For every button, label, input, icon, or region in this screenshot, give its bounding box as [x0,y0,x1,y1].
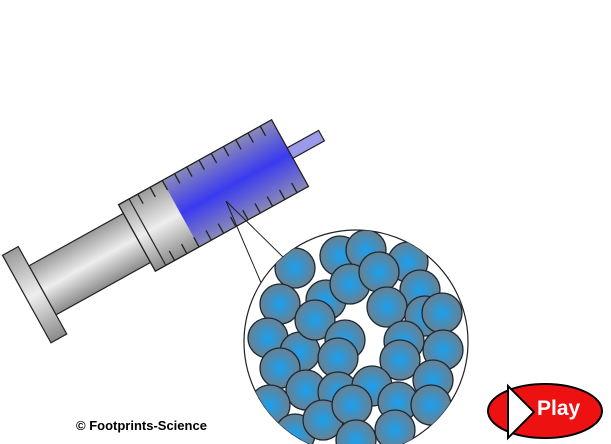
nozzle [286,129,326,160]
zoom-line [225,200,285,259]
play-triangle-icon [507,383,536,441]
plunger-flange [1,245,68,344]
graduation-marks [137,125,298,261]
play-button-shape[interactable] [487,383,603,441]
gas-fill [162,119,309,247]
copyright-credit: © Footprints-Science [76,418,207,433]
magnified-particles [243,229,469,444]
play-button[interactable] [484,383,606,443]
syringe [1,119,326,344]
zoom-line [225,200,263,286]
